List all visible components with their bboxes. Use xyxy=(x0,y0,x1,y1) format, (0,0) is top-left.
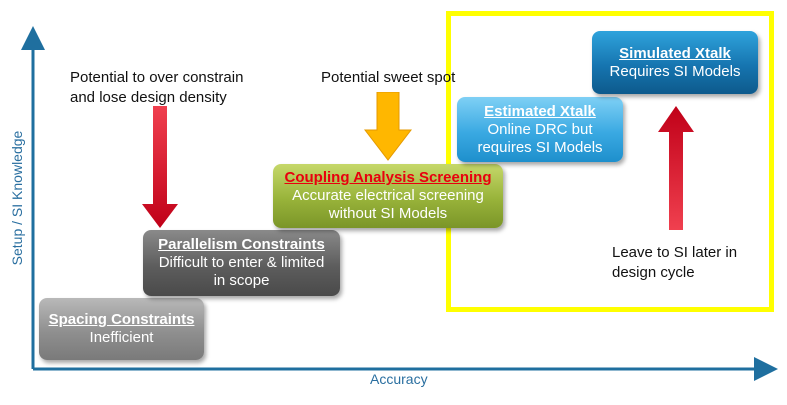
red-down-arrow xyxy=(142,106,178,228)
x-axis-label: Accuracy xyxy=(370,371,428,387)
note-line: Leave to SI later in xyxy=(612,244,738,261)
note-over-constrain: Potential to over constrain and lose des… xyxy=(70,68,243,108)
y-axis-label: Setup / SI Knowledge xyxy=(9,130,25,266)
step-line: Difficult to enter & limited xyxy=(158,254,325,271)
step-spacing-constraints: Spacing Constraints Inefficient xyxy=(39,298,204,360)
note-sweet-spot: Potential sweet spot xyxy=(321,69,456,86)
note-line: Potential to over constrain xyxy=(70,69,244,86)
red-up-arrow xyxy=(658,106,694,230)
step-line: Online DRC but xyxy=(487,120,593,138)
step-line: without SI Models xyxy=(328,205,448,222)
note-line: design cycle xyxy=(612,264,695,281)
step-title: Coupling Analysis Screening xyxy=(284,169,492,186)
step-line: in scope xyxy=(213,272,270,289)
step-title: Simulated Xtalk xyxy=(619,44,731,62)
step-simulated-xtalk: Simulated Xtalk Requires SI Models xyxy=(592,31,758,94)
step-coupling-analysis: Coupling Analysis Screening Accurate ele… xyxy=(273,164,503,228)
step-line: requires SI Models xyxy=(477,138,603,156)
step-estimated-xtalk: Estimated Xtalk Online DRC but requires … xyxy=(457,97,623,162)
highlight-box xyxy=(446,11,774,312)
step-line: Accurate electrical screening xyxy=(292,187,484,204)
yellow-down-arrow xyxy=(363,92,413,161)
step-line: Inefficient xyxy=(89,329,154,346)
step-line: Requires SI Models xyxy=(609,62,741,80)
note-line: and lose design density xyxy=(70,89,227,106)
note-leave-to-si: Leave to SI later in design cycle xyxy=(612,243,737,283)
step-parallelism-constraints: Parallelism Constraints Difficult to ent… xyxy=(143,230,340,296)
step-title: Parallelism Constraints xyxy=(158,236,325,253)
step-title: Spacing Constraints xyxy=(48,311,195,328)
step-title: Estimated Xtalk xyxy=(484,102,596,120)
